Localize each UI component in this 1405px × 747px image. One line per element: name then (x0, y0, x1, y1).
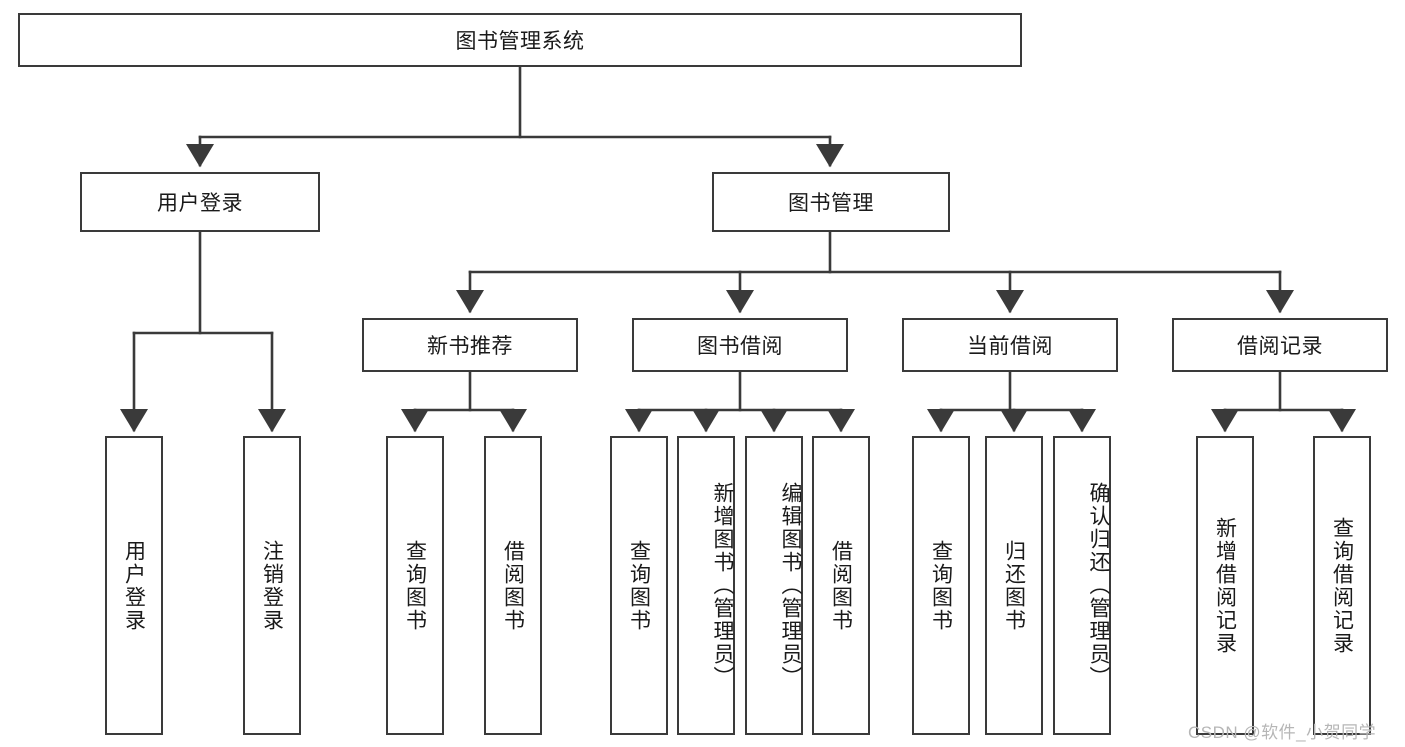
node-label: 归还图书 (1002, 539, 1026, 632)
node-label: 编辑图书（管理员） (779, 482, 802, 689)
node-label: 图书借阅 (697, 335, 783, 358)
node-current-borrow[interactable]: 当前借阅 (902, 318, 1118, 372)
node-leaf-add-book[interactable]: 新增图书（管理员） (677, 436, 735, 735)
node-leaf-query-record[interactable]: 查询借阅记录 (1313, 436, 1371, 735)
node-user-login[interactable]: 用户登录 (80, 172, 320, 232)
node-label: 新增借阅记录 (1213, 516, 1237, 655)
node-label: 当前借阅 (967, 335, 1053, 358)
node-label: 新增图书（管理员） (711, 482, 734, 689)
node-label: 图书管理 (788, 192, 874, 215)
node-label: 新书推荐 (427, 335, 513, 358)
node-borrow-record[interactable]: 借阅记录 (1172, 318, 1388, 372)
node-label: 图书管理系统 (455, 30, 585, 53)
node-leaf-borrow-book-2[interactable]: 借阅图书 (812, 436, 870, 735)
node-leaf-logout[interactable]: 注销登录 (243, 436, 301, 735)
node-label: 确认归还（管理员） (1087, 482, 1110, 689)
node-leaf-borrow-book-1[interactable]: 借阅图书 (484, 436, 542, 735)
node-book-borrow[interactable]: 图书借阅 (632, 318, 848, 372)
node-label: 用户登录 (122, 539, 146, 632)
node-label: 查询图书 (403, 539, 427, 632)
node-leaf-query-book-2[interactable]: 查询图书 (610, 436, 668, 735)
node-leaf-add-record[interactable]: 新增借阅记录 (1196, 436, 1254, 735)
node-book-manage[interactable]: 图书管理 (712, 172, 950, 232)
node-label: 查询图书 (627, 539, 651, 632)
node-label: 借阅图书 (829, 539, 853, 632)
node-leaf-query-book-3[interactable]: 查询图书 (912, 436, 970, 735)
node-label: 查询借阅记录 (1330, 516, 1354, 655)
node-new-book-rec[interactable]: 新书推荐 (362, 318, 578, 372)
node-leaf-query-book-1[interactable]: 查询图书 (386, 436, 444, 735)
node-leaf-user-login[interactable]: 用户登录 (105, 436, 163, 735)
node-leaf-return-book[interactable]: 归还图书 (985, 436, 1043, 735)
node-root[interactable]: 图书管理系统 (18, 13, 1022, 67)
node-label: 注销登录 (260, 539, 284, 632)
node-label: 用户登录 (157, 192, 243, 215)
node-label: 借阅图书 (501, 539, 525, 632)
csdn-watermark: CSDN @软件_小贺同学 (1188, 723, 1377, 742)
node-label: 借阅记录 (1237, 335, 1323, 358)
node-leaf-edit-book[interactable]: 编辑图书（管理员） (745, 436, 803, 735)
node-leaf-confirm-return[interactable]: 确认归还（管理员） (1053, 436, 1111, 735)
node-label: 查询图书 (929, 539, 953, 632)
